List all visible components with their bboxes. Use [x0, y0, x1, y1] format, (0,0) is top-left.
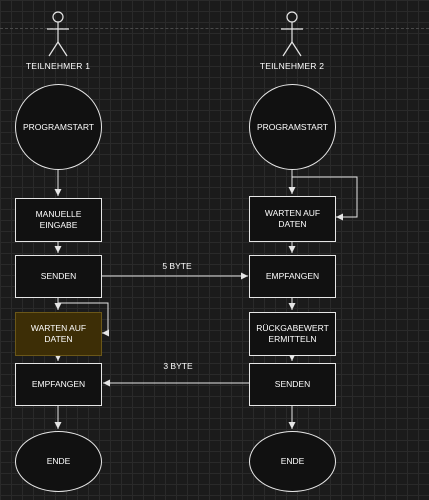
top-dashed-line: [0, 28, 429, 29]
p1-start-node[interactable]: PROGRAMSTART: [15, 84, 102, 170]
message-label-to-p2: 5 BYTE: [162, 261, 192, 271]
p2-wait-loop: [292, 176, 358, 221]
p1-send-node[interactable]: SENDEN: [15, 255, 102, 298]
p1-end-node[interactable]: ENDE: [15, 431, 102, 492]
p2-send-node[interactable]: SENDEN: [249, 363, 336, 406]
p2-receive-node[interactable]: EMPFANGEN: [249, 255, 336, 298]
p1-wait-node[interactable]: WARTEN AUF DATEN: [15, 312, 102, 356]
message-label-to-p1: 3 BYTE: [163, 361, 193, 371]
p1-receive-node[interactable]: EMPFANGEN: [15, 363, 102, 406]
p1-wait-loop: [58, 302, 109, 337]
participant-1-label: TEILNEHMER 1: [25, 61, 91, 71]
p2-start-node[interactable]: PROGRAMSTART: [249, 84, 336, 170]
p2-wait-node[interactable]: WARTEN AUF DATEN: [249, 196, 336, 242]
participant-1-actor-icon: [47, 11, 69, 57]
participant-2-actor-icon: [281, 11, 303, 57]
p2-end-node[interactable]: ENDE: [249, 431, 336, 492]
p1-manual-input-node[interactable]: MANUELLE EINGABE: [15, 198, 102, 242]
p2-compute-return-node[interactable]: RÜCKGABEWERT ERMITTELN: [249, 312, 336, 356]
participant-2-label: TEILNEHMER 2: [259, 61, 325, 71]
